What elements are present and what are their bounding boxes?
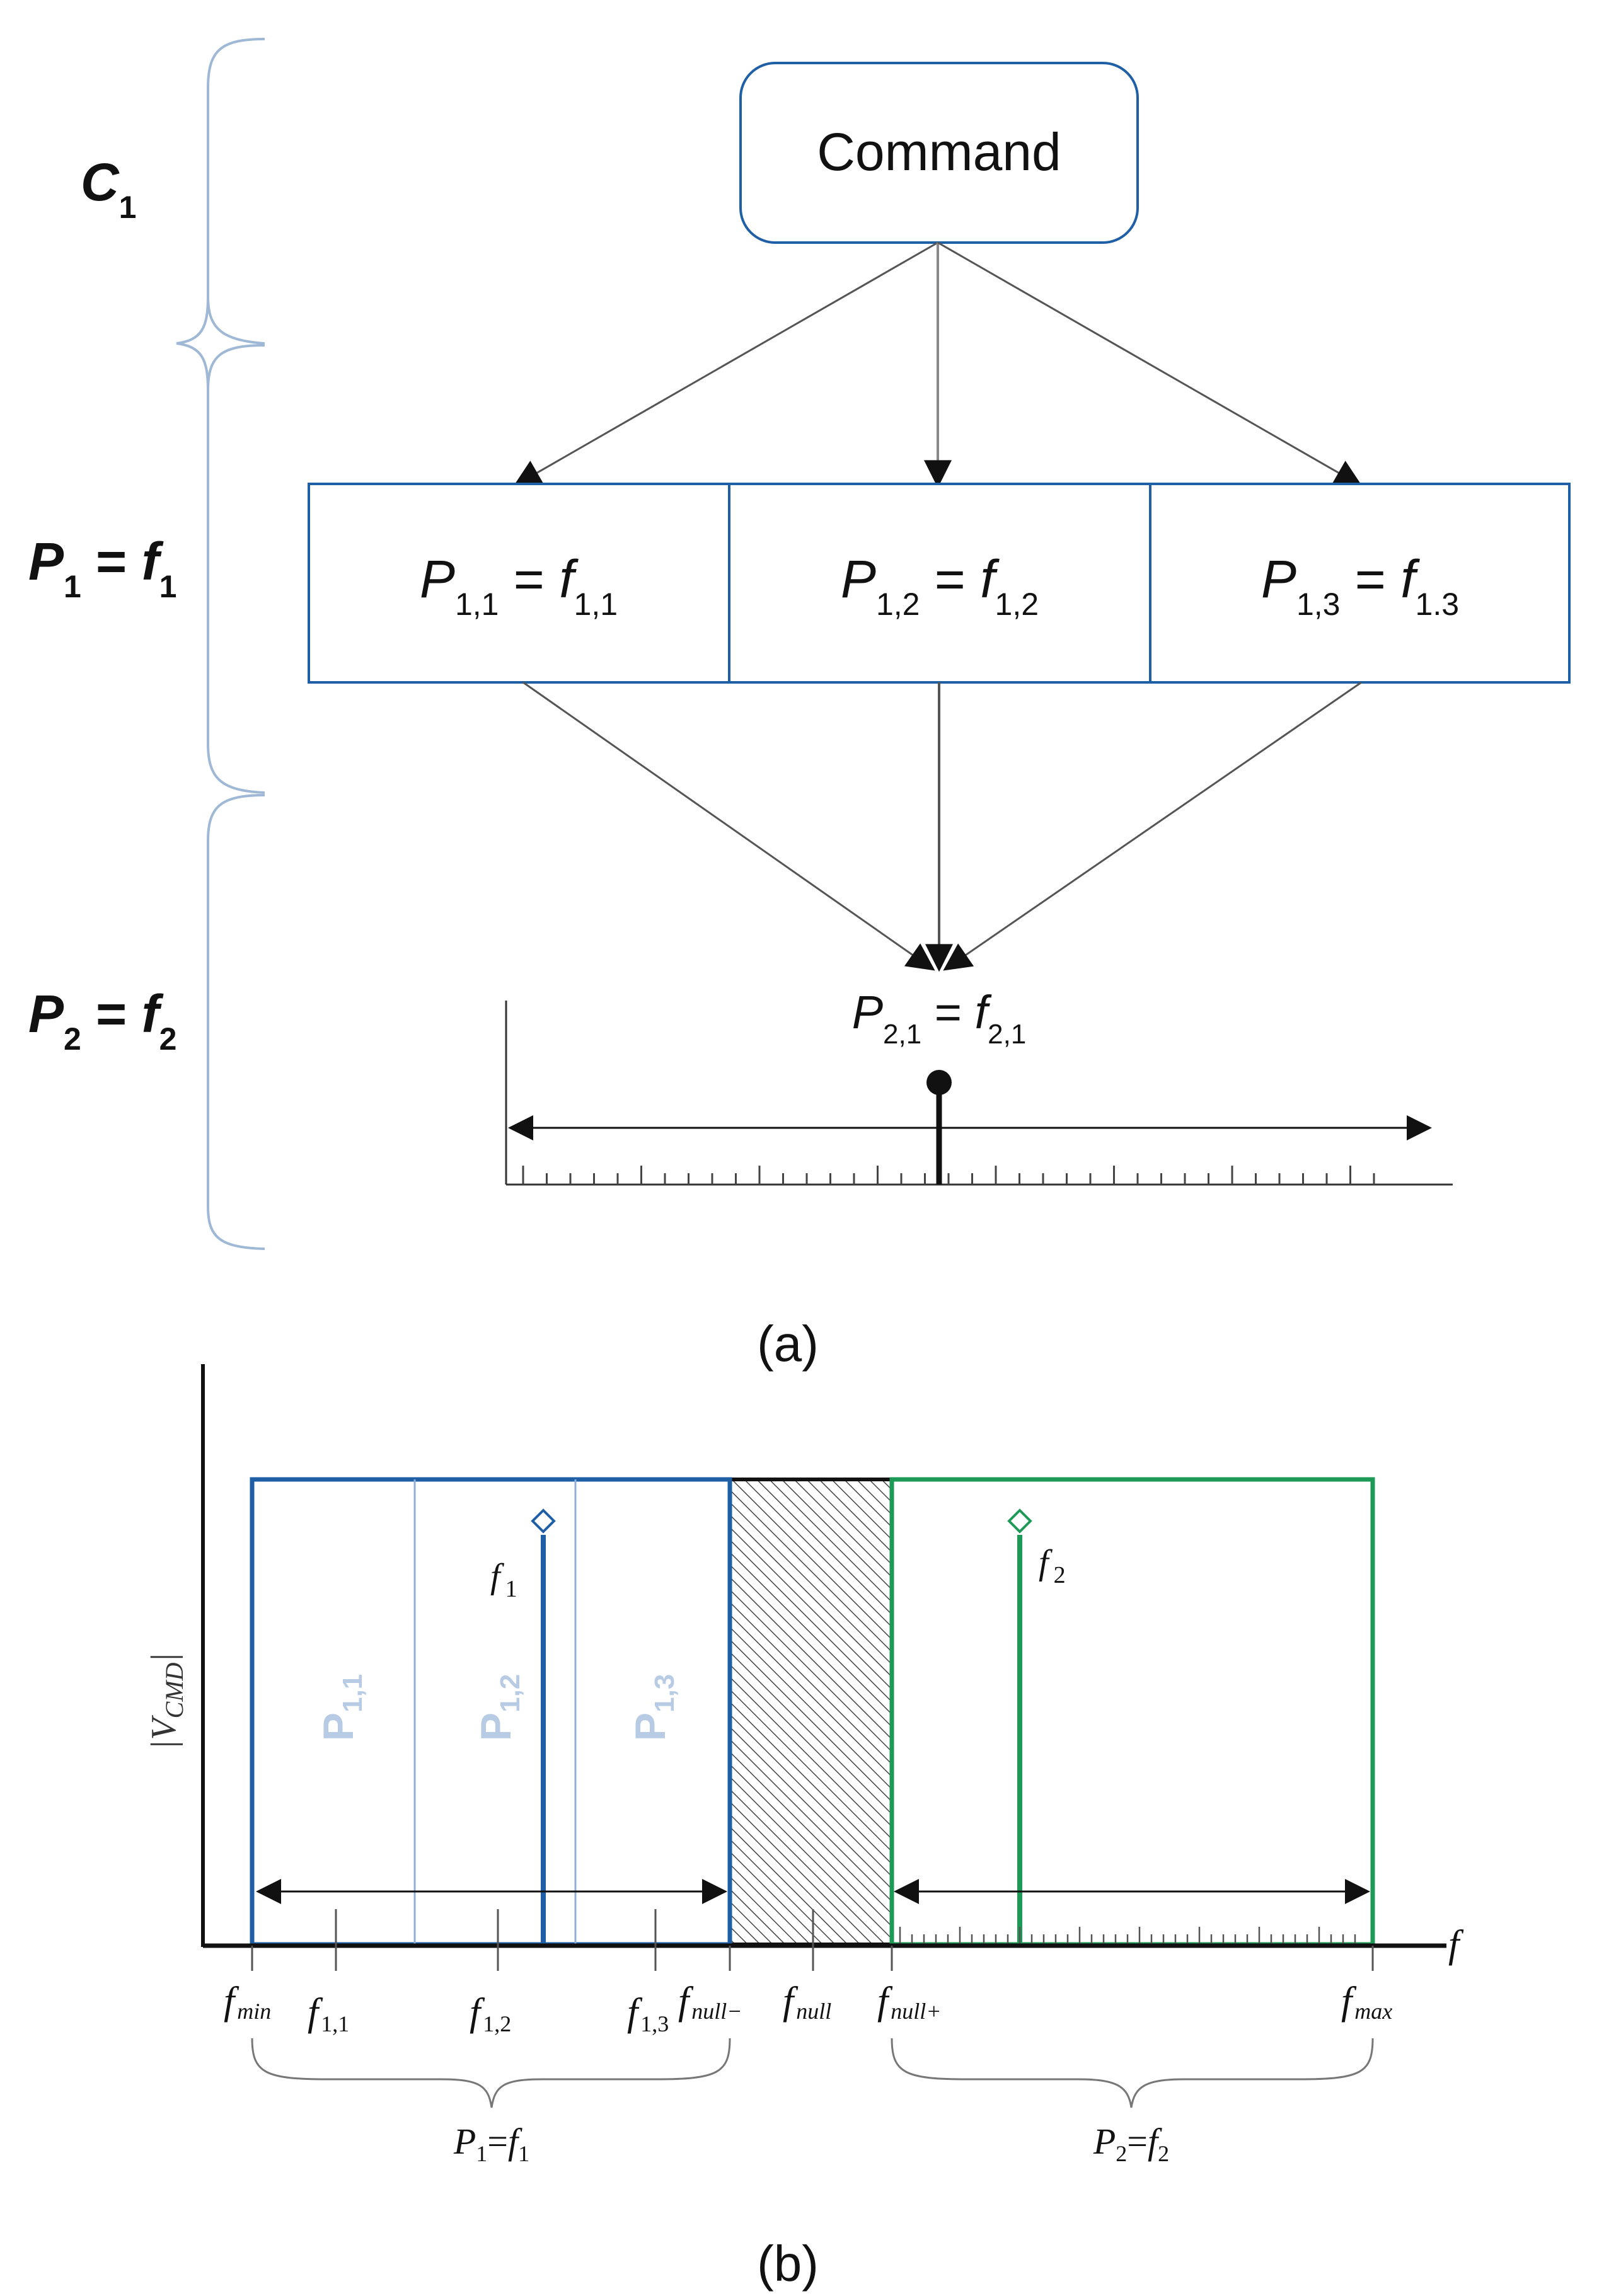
group-label-p2: P2=f2 <box>1093 2121 1169 2166</box>
brace-c1-end <box>207 296 265 345</box>
arrow-command-to-cell-1 <box>513 241 938 487</box>
p2-band-ticks <box>899 1927 1356 1944</box>
scale-ticks <box>522 1166 1375 1185</box>
result-label: P2,1 = f2,1 <box>852 986 1027 1050</box>
caption-a: (a) <box>757 1316 819 1372</box>
caption-b: (b) <box>757 2236 819 2292</box>
brace-p2 <box>207 794 265 1250</box>
null-region <box>728 1478 894 1946</box>
band-label-p11: P1,1 <box>314 1674 368 1742</box>
c1-label: C1 <box>81 152 136 225</box>
p1-label: P1 = f1 <box>28 532 176 604</box>
cell-1-label: P1,1 = f1,1 <box>420 549 618 622</box>
command-label: Command <box>817 122 1061 181</box>
cell-2-label: P1,2 = f1,2 <box>841 549 1039 622</box>
band-label-p12: P1,2 <box>472 1674 526 1742</box>
result-dot <box>926 1070 952 1095</box>
cell-row <box>308 483 1571 684</box>
panel-a: C1 P1 = f1 P2 = f2 Command P1,1 = f1,1 P… <box>28 38 1571 1372</box>
p2-label: P2 = f2 <box>28 984 176 1057</box>
f2-diamond <box>1007 1508 1032 1534</box>
brace-c1 <box>176 38 265 391</box>
arrow-cell-1-to-result <box>522 681 935 971</box>
x-axis-label: f <box>1448 1923 1464 1966</box>
group-label-p1: P1=f1 <box>453 2121 529 2166</box>
brace-b-p1 <box>251 2038 731 2108</box>
band-label-p13: P1,3 <box>626 1674 680 1742</box>
brace-b-p2 <box>891 2038 1374 2108</box>
arrow-command-to-cell-3 <box>937 241 1363 487</box>
f1-diamond <box>531 1508 556 1534</box>
arrow-cell-3-to-result <box>943 681 1362 971</box>
brace-p1 <box>207 344 265 794</box>
cell-3-label: P1,3 = f1.3 <box>1261 549 1459 622</box>
y-axis-label: |VCMD| <box>144 1653 188 1750</box>
p2-band <box>889 1477 1375 1947</box>
